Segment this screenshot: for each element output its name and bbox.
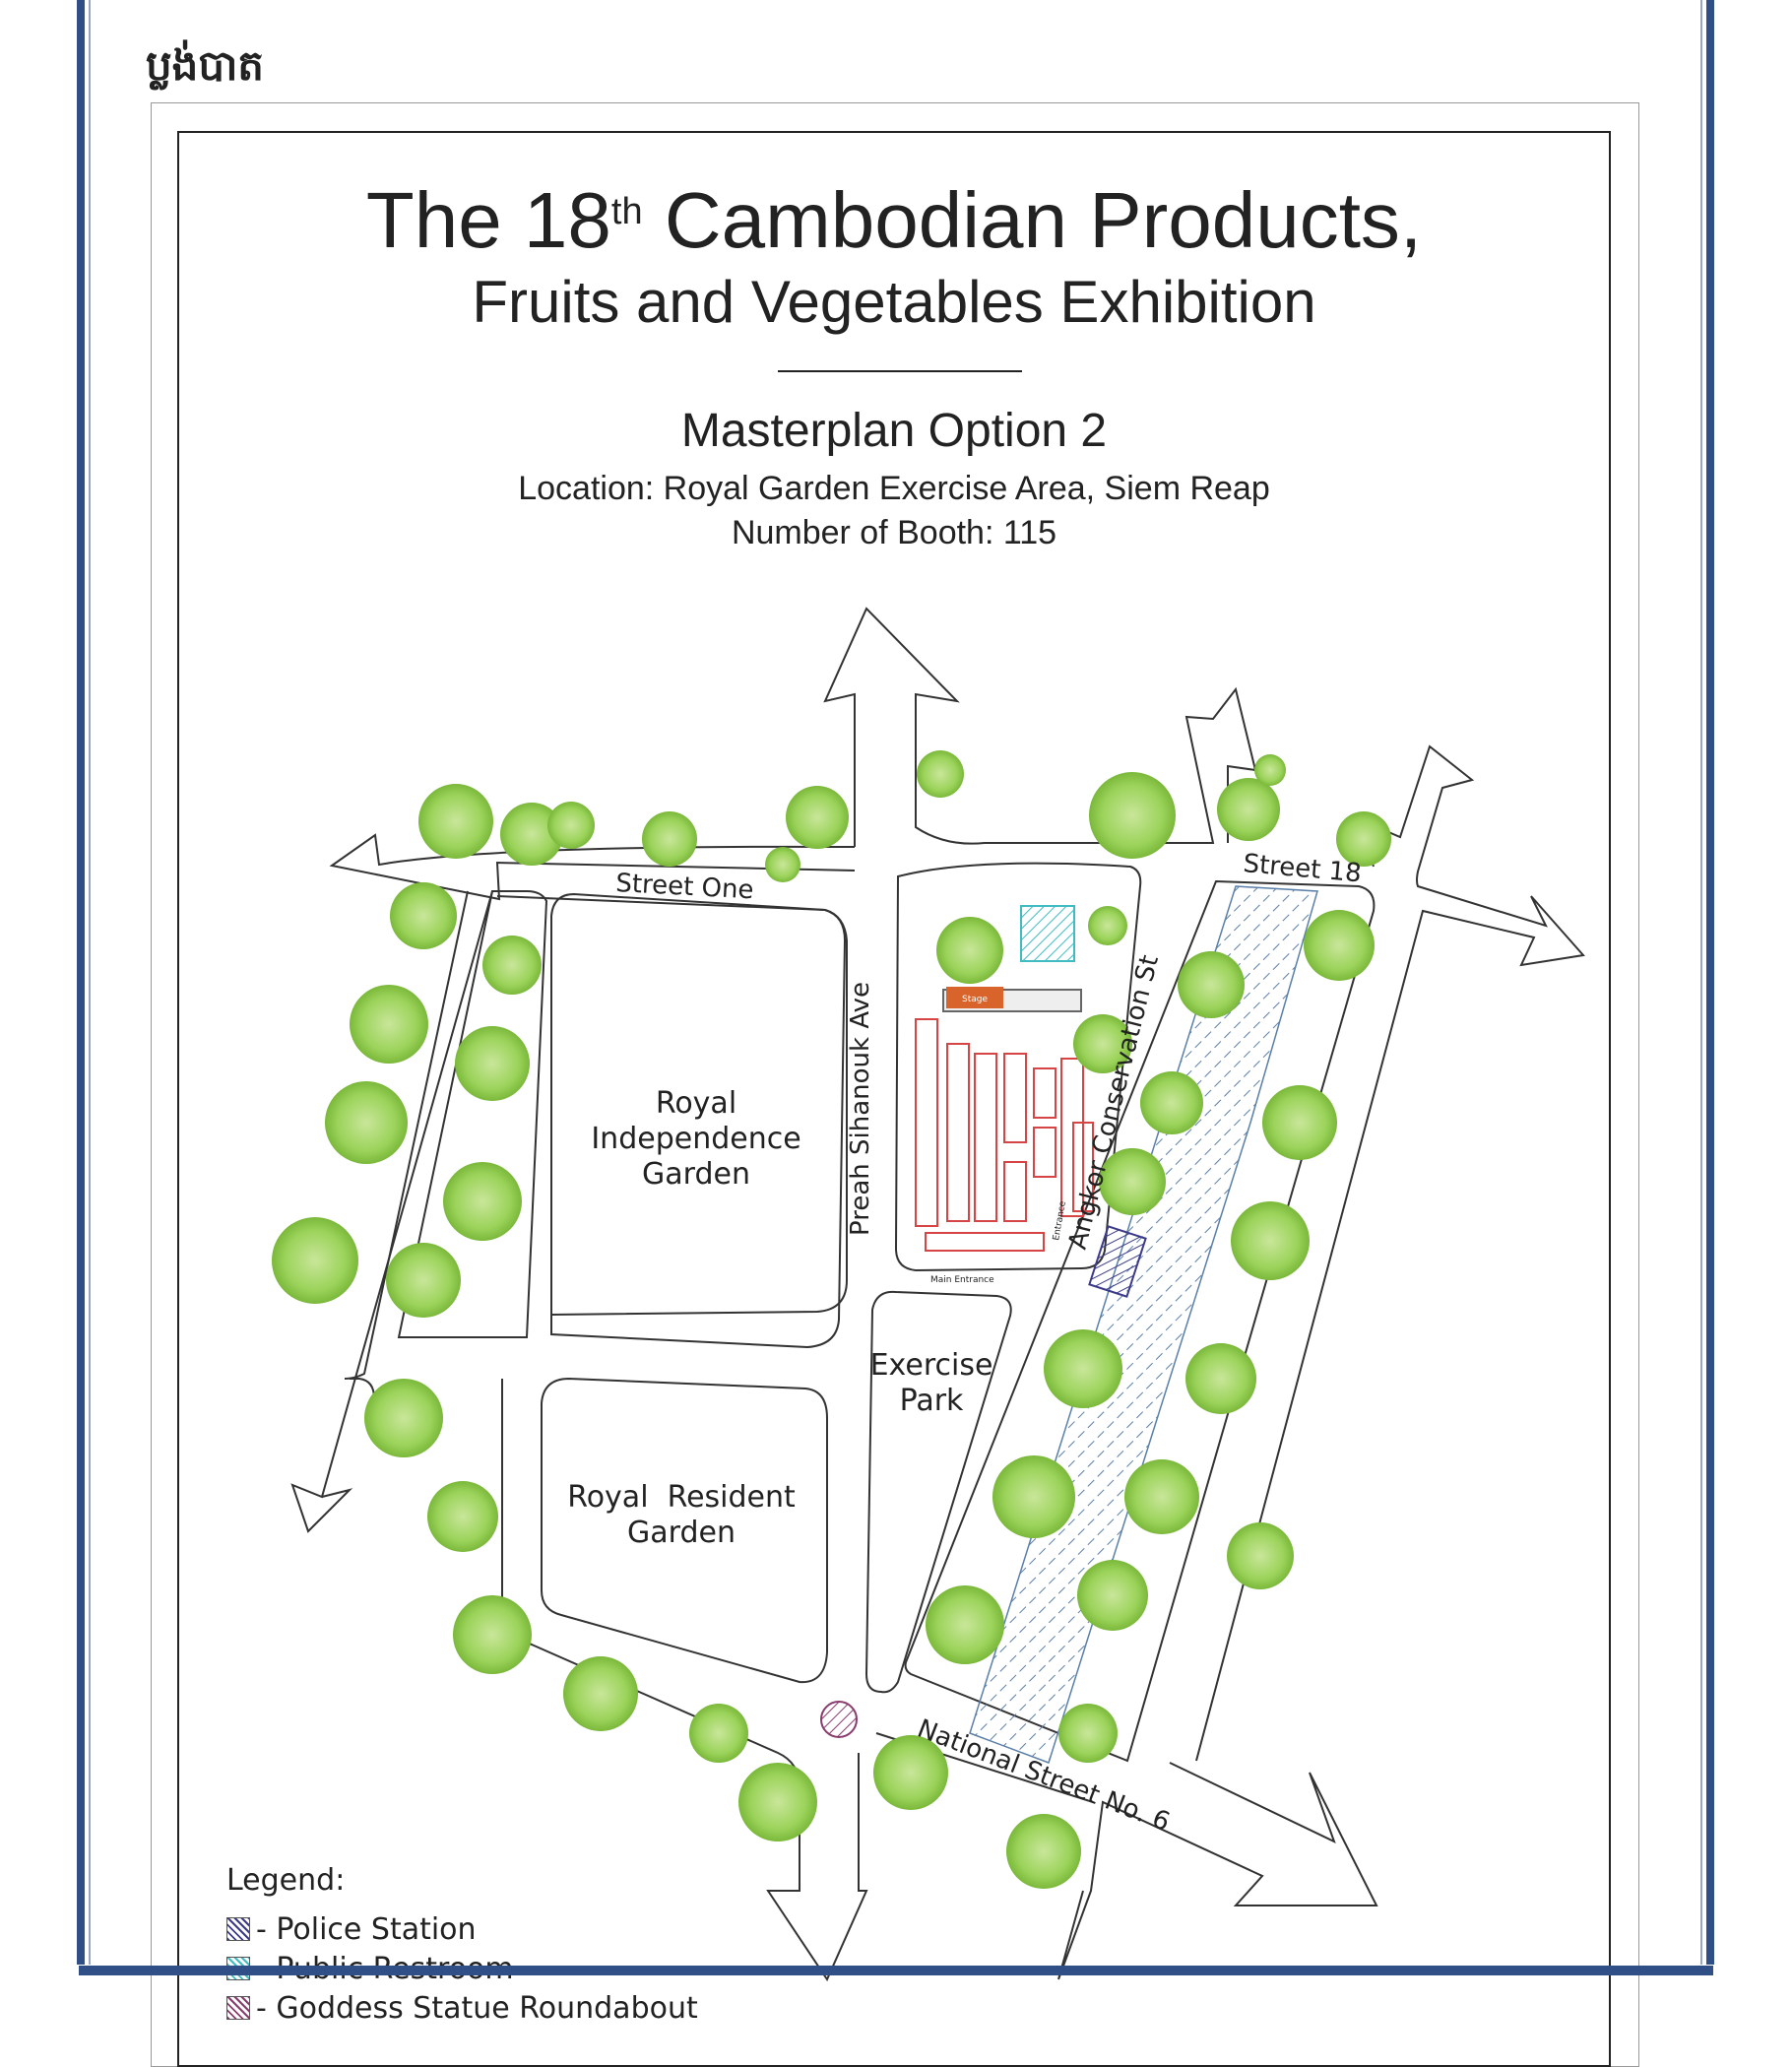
main-entrance-label: Main Entrance bbox=[930, 1275, 994, 1285]
frame-left-inner-line bbox=[89, 0, 91, 1965]
exercise-park-label-1: Exercise bbox=[870, 1348, 993, 1383]
river-strip bbox=[904, 879, 1376, 1763]
national-street-road bbox=[1057, 1762, 1378, 1980]
police-swatch bbox=[226, 1917, 250, 1941]
north-arrow-road bbox=[823, 607, 1186, 847]
stage-block bbox=[946, 987, 1003, 1008]
inner-panel bbox=[177, 131, 1611, 2067]
street-18-road bbox=[1195, 744, 1585, 1762]
royal-independence-label-3: Garden bbox=[642, 1157, 750, 1192]
booth-columns bbox=[915, 1018, 1094, 1252]
public-restroom-marker[interactable] bbox=[1020, 905, 1075, 962]
legend-police-label: - Police Station bbox=[256, 1911, 477, 1947]
street-one-road bbox=[329, 833, 856, 901]
roundabout-swatch bbox=[226, 1996, 250, 2020]
title-sup: th bbox=[610, 191, 643, 233]
preah-sihanouk-label: Preah Sihanouk Ave bbox=[846, 982, 875, 1236]
legend-item-roundabout: - Goddess Statue Roundabout bbox=[226, 1988, 698, 2028]
booth-grid bbox=[915, 987, 1094, 1252]
frame-right-inner-line bbox=[1700, 0, 1702, 1965]
title-suffix: Cambodian Products, bbox=[664, 176, 1423, 264]
legend-title: Legend: bbox=[226, 1863, 346, 1898]
royal-independence-label-2: Independence bbox=[591, 1122, 800, 1156]
frame-left-line bbox=[77, 0, 85, 1965]
left-road bbox=[290, 890, 493, 1533]
police-station-marker[interactable] bbox=[1088, 1225, 1147, 1298]
title-divider bbox=[778, 370, 1022, 372]
booth-area-labels: Stage Main Entrance Entrance bbox=[930, 995, 1068, 1285]
frame-right-line bbox=[1706, 0, 1714, 1965]
plan-location: Location: Royal Garden Exercise Area, Si… bbox=[518, 470, 1270, 507]
stage-label: Stage bbox=[962, 995, 988, 1004]
goddess-roundabout-marker[interactable] bbox=[820, 1701, 858, 1738]
royal-resident-label-2: Garden bbox=[627, 1516, 736, 1550]
exhibition-title: The 18th Cambodian Products, bbox=[177, 175, 1611, 266]
left-road-inner bbox=[344, 890, 469, 1380]
tree-clusters bbox=[272, 750, 1391, 1889]
frame-bottom-line bbox=[79, 1966, 1713, 1975]
khmer-heading: ប្លង់បាត bbox=[146, 41, 264, 90]
area-labels: Royal Independence Garden Royal Resident… bbox=[567, 1086, 992, 1550]
left-strip bbox=[397, 890, 548, 1338]
exhibition-subtitle: Fruits and Vegetables Exhibition bbox=[472, 269, 1316, 335]
title-prefix: The 18 bbox=[365, 176, 611, 264]
street-one-label: Street One bbox=[615, 869, 755, 905]
plan-name: Masterplan Option 2 bbox=[680, 405, 1108, 457]
royal-independence-label-1: Royal bbox=[656, 1086, 736, 1121]
angkor-conservation-road bbox=[1160, 686, 1257, 844]
exercise-park-label-2: Park bbox=[900, 1384, 964, 1418]
legend-item-police: - Police Station bbox=[226, 1909, 698, 1949]
plan-booth-count: Number of Booth: 115 bbox=[731, 514, 1057, 551]
exercise-park-block bbox=[864, 1290, 1012, 1694]
river-area bbox=[969, 885, 1318, 1764]
royal-resident-block bbox=[541, 1377, 828, 1684]
royal-resident-label-1: Royal Resident bbox=[567, 1480, 796, 1515]
royal-independence-block bbox=[550, 892, 847, 1349]
booth-zone-outline bbox=[894, 862, 1142, 1272]
legend-roundabout-label: - Goddess Statue Roundabout bbox=[256, 1990, 698, 2026]
map-legend: Legend: - Police Station - Public Restro… bbox=[226, 1863, 698, 2028]
